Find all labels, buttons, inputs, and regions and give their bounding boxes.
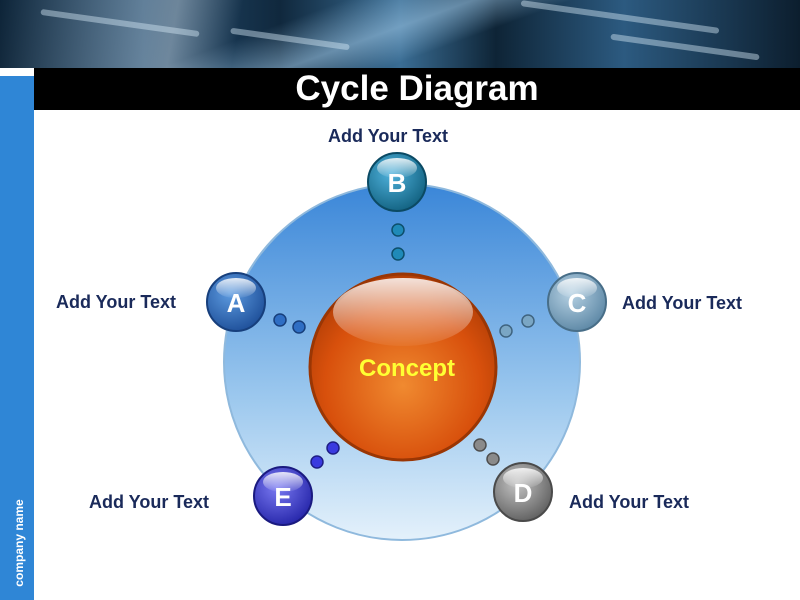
center-label: Concept	[359, 355, 455, 382]
connector-dots-e	[310, 441, 340, 469]
title-bar	[34, 68, 800, 110]
center-concept-circle	[308, 272, 498, 462]
connector-dots-d	[473, 438, 500, 466]
slide-title: Cycle Diagram	[295, 69, 539, 108]
node-d-text: Add Your Text	[569, 492, 690, 512]
node-d	[493, 462, 553, 522]
node-b	[367, 152, 427, 212]
side-bar	[0, 76, 34, 600]
node-e-letter: E	[274, 482, 291, 512]
connector-dots-a	[273, 313, 306, 334]
node-c	[547, 272, 607, 332]
node-e	[253, 466, 313, 526]
connector-dots-b	[391, 223, 405, 261]
node-a-text: Add Your Text	[56, 292, 177, 312]
node-d-letter: D	[514, 478, 533, 508]
node-c-text: Add Your Text	[622, 293, 743, 313]
node-b-text: Add Your Text	[328, 126, 449, 146]
node-c-letter: C	[568, 288, 587, 318]
node-a	[206, 272, 266, 332]
header-banner-image	[0, 0, 800, 68]
node-e-text: Add Your Text	[89, 492, 210, 512]
node-b-letter: B	[388, 168, 407, 198]
connector-dots-c	[499, 314, 535, 338]
node-a-letter: A	[227, 288, 246, 318]
